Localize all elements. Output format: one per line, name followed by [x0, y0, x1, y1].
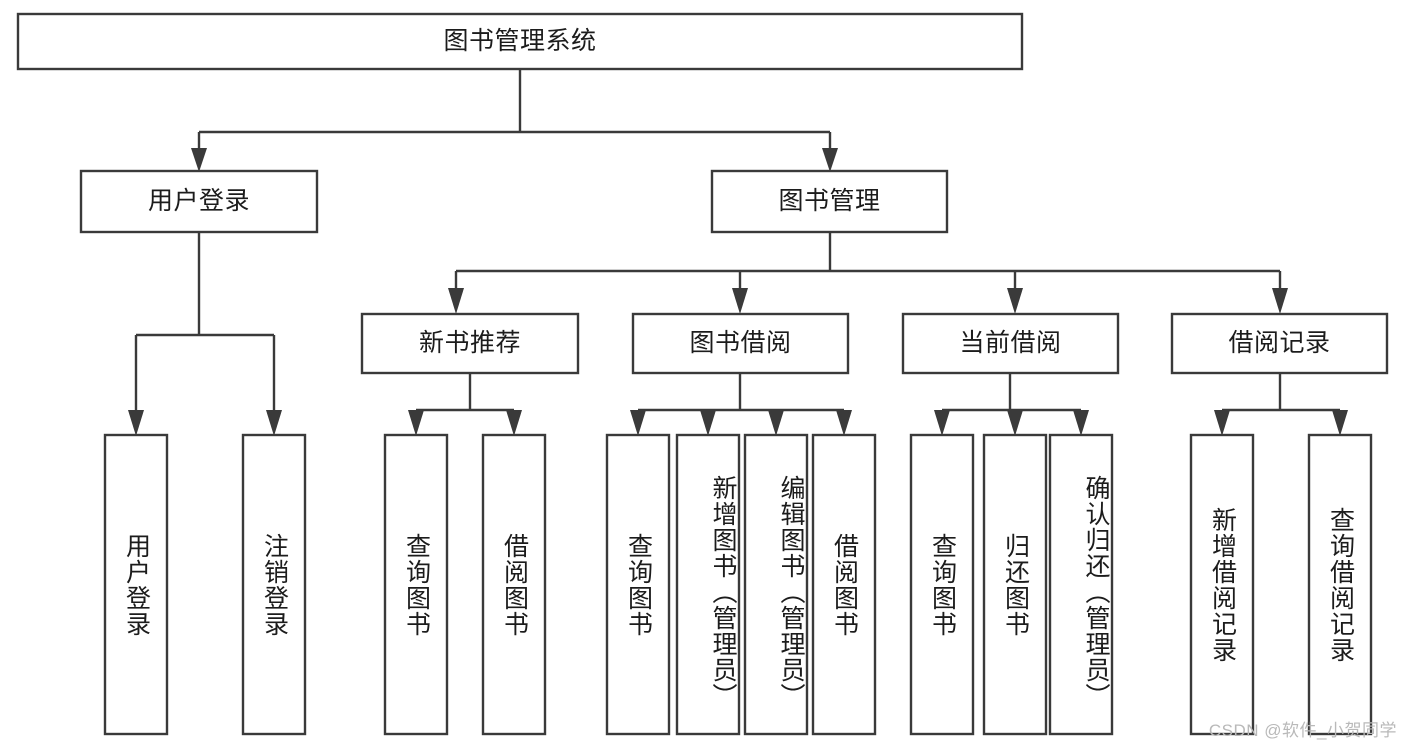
node-borrow-record-box[interactable]: [1170, 312, 1389, 375]
arrow-head-icon: [768, 410, 784, 436]
arrow-head-icon: [1007, 288, 1023, 314]
node-leaf-borrow-book-box[interactable]: [811, 433, 877, 736]
node-book-borrow-box[interactable]: [631, 312, 850, 375]
node-leaf-query-book-current-box[interactable]: [909, 433, 975, 736]
arrow-head-icon: [630, 410, 646, 436]
arrow-head-icon: [822, 148, 838, 172]
arrow-head-icon: [934, 410, 950, 436]
node-leaf-add-borrow-record-box[interactable]: [1189, 433, 1255, 736]
connector-book-borrow-to-leaves: [630, 373, 852, 436]
node-leaf-logout-box[interactable]: [241, 433, 307, 736]
node-leaf-confirm-return-box[interactable]: [1048, 433, 1114, 736]
arrow-head-icon: [1007, 410, 1023, 436]
connector-book-management-to-level2: [448, 232, 1288, 314]
node-leaf-query-book-borrow-box[interactable]: [605, 433, 671, 736]
node-leaf-return-book-box[interactable]: [982, 433, 1048, 736]
arrow-head-icon: [1214, 410, 1230, 436]
connector-user-login-to-leaves: [128, 232, 282, 436]
node-leaf-query-book-recommend-box[interactable]: [383, 433, 449, 736]
node-leaf-query-borrow-record-box[interactable]: [1307, 433, 1373, 736]
arrow-head-icon: [1272, 288, 1288, 314]
node-root-box[interactable]: [16, 12, 1024, 71]
node-leaf-add-book-box[interactable]: [675, 433, 741, 736]
node-current-borrow-box[interactable]: [901, 312, 1120, 375]
arrow-head-icon: [1332, 410, 1348, 436]
arrow-head-icon: [408, 410, 424, 436]
arrow-head-icon: [1073, 410, 1089, 436]
node-leaf-borrow-book-recommend-box[interactable]: [481, 433, 547, 736]
arrow-head-icon: [732, 288, 748, 314]
watermark-text: CSDN @软件_小贺同学: [1208, 721, 1397, 740]
node-leaf-user-login-box[interactable]: [103, 433, 169, 736]
arrow-head-icon: [128, 410, 144, 436]
connector-root-to-level1: [191, 69, 838, 172]
arrow-head-icon: [506, 410, 522, 436]
arrow-head-icon: [191, 148, 207, 172]
arrow-head-icon: [836, 410, 852, 436]
arrow-head-icon: [700, 410, 716, 436]
connector-current-borrow-to-leaves: [934, 373, 1089, 436]
arrow-head-icon: [266, 410, 282, 436]
node-book-management-box[interactable]: [710, 169, 949, 234]
node-user-login-box[interactable]: [79, 169, 319, 234]
connector-new-book-recommend-to-leaves: [408, 373, 522, 436]
connector-borrow-record-to-leaves: [1214, 373, 1348, 436]
node-new-book-recommend-box[interactable]: [360, 312, 580, 375]
arrow-head-icon: [448, 288, 464, 314]
node-leaf-edit-book-box[interactable]: [743, 433, 809, 736]
